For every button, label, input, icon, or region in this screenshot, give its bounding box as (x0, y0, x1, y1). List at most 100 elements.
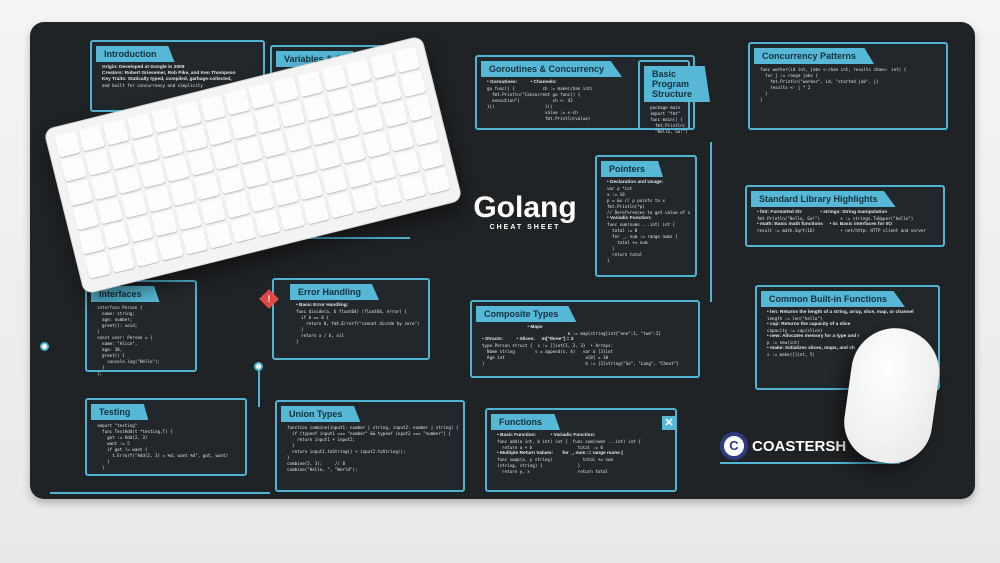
panel-line: return a + b total := 0 (497, 445, 603, 450)
panel-title: Testing (91, 404, 149, 420)
panel-line: • make: Initializes slices, maps, and ch (767, 346, 855, 351)
key (327, 88, 354, 116)
panel-line: } (607, 246, 615, 251)
key (157, 130, 184, 158)
panel-title: Pointers (601, 161, 664, 177)
key (393, 46, 421, 73)
key (199, 94, 227, 122)
panel-line: } (296, 339, 299, 344)
panel-line: • Variadic Function: (607, 216, 652, 221)
panel-line: interface Person { (97, 305, 143, 310)
key (120, 191, 148, 219)
key (333, 112, 360, 140)
key (308, 118, 336, 146)
panel-title: Concurrency Patterns (754, 48, 875, 64)
key (254, 106, 281, 134)
key (284, 125, 312, 152)
key (266, 155, 294, 182)
panel-functions: Functions• Basic Function: • Variadic Fu… (485, 408, 677, 492)
key (375, 179, 403, 207)
panel-line: got := Add(2, 3) (97, 435, 148, 440)
panel-line: } (607, 258, 610, 263)
panel-line: } (287, 443, 295, 448)
panel-title: Union Types (281, 406, 361, 422)
key (345, 161, 372, 189)
panel-line: func swap(x, y string) total += num (497, 457, 613, 462)
key (60, 155, 87, 182)
connector-line (260, 237, 410, 239)
key (84, 149, 112, 176)
key (326, 191, 354, 219)
panel-line: return input1 + input2; (287, 437, 356, 442)
key (375, 76, 403, 104)
panel-line: fmt.Println("Concurrent go func() { (487, 92, 581, 97)
key (181, 228, 209, 255)
key (272, 76, 300, 104)
key (169, 179, 196, 207)
panel-pointers: Pointers• Declaration and Usage:var p *i… (595, 155, 697, 277)
key (351, 185, 378, 213)
panel-stdlib: Standard Library Highlights• fmt: Format… (745, 185, 945, 247)
key (278, 100, 306, 128)
panel-line: • len: Returns the length of a string, a… (767, 310, 914, 315)
key (96, 197, 124, 225)
panel-line: m := map[string]int{"one":1, "two":2} (482, 331, 661, 336)
key (126, 215, 154, 243)
panel-line: combine(5, 3); // 8 (287, 461, 345, 466)
panel-line: • math: Basic math functions • io: Basic… (757, 222, 893, 227)
panel-line: } (97, 459, 110, 464)
key (369, 155, 397, 183)
key (248, 82, 275, 110)
panel-line: name: "Alice", (97, 341, 138, 346)
key (229, 112, 257, 140)
key (302, 94, 330, 122)
panel-line: func sum(nums ...int) int { (607, 222, 676, 227)
key (296, 173, 324, 201)
key (363, 131, 391, 158)
panel-patterns: Concurrency Patterns func worker(id int, … (748, 42, 948, 130)
key (90, 173, 118, 201)
panel-line: age: number; (97, 317, 133, 322)
key (108, 246, 136, 273)
key (411, 119, 439, 146)
panel-line: • cap: Returns the capacity of a slice (767, 322, 851, 327)
panel-line: return total (607, 252, 643, 257)
key (272, 179, 300, 207)
key (72, 203, 99, 231)
panel-line: }() }() (487, 104, 553, 109)
key (211, 143, 239, 170)
key (145, 185, 172, 213)
key (157, 234, 184, 261)
panel-line: func worker(id int, jobs <-chan int, res… (760, 67, 907, 72)
brand-mark-icon: C (720, 432, 748, 460)
panel-line: } (97, 465, 105, 470)
panel-line: • fmt: Formatted I/O • strings: String m… (757, 210, 888, 215)
key (351, 82, 378, 110)
key (248, 185, 275, 213)
panel-line: import "fmt" (650, 111, 681, 116)
key (78, 124, 106, 152)
panel-line: return input1.toString() + input2.toStri… (287, 449, 406, 454)
panel-line: fmt.Println("worker", id, "started job",… (760, 79, 879, 84)
panel-line: for _, num := range nums { (607, 234, 678, 239)
panel-line: return a / b, nil (296, 333, 344, 338)
key (345, 58, 372, 86)
panel-line: total := 0 (607, 228, 638, 233)
panel-line: func TestAdd(t *testing.T) { (97, 429, 173, 434)
panel-line: Key Traits: Statically typed, compiled, … (102, 77, 232, 82)
panel-line: execution") ch <- 42 (487, 98, 573, 103)
panel-line: • Multiple Return Values: for _, num := … (497, 451, 624, 456)
panel-composite: Composite Types • Maps m := map[string]i… (470, 300, 700, 378)
key (393, 149, 421, 177)
key (205, 221, 233, 249)
connector-line (710, 142, 712, 302)
panel-line: value := <-ch (487, 110, 578, 115)
key (296, 70, 324, 98)
panel-line: }; (97, 371, 103, 376)
panel-line: if b == 0 { (296, 315, 329, 320)
panel-line: name: string; (97, 311, 135, 316)
panel-line: fmt.Println("Hello, Go!") s := strings.T… (757, 216, 914, 221)
key (114, 167, 142, 195)
panel-line: type Person struct { s := []int{1, 2, 3}… (482, 343, 614, 348)
key (399, 173, 427, 201)
